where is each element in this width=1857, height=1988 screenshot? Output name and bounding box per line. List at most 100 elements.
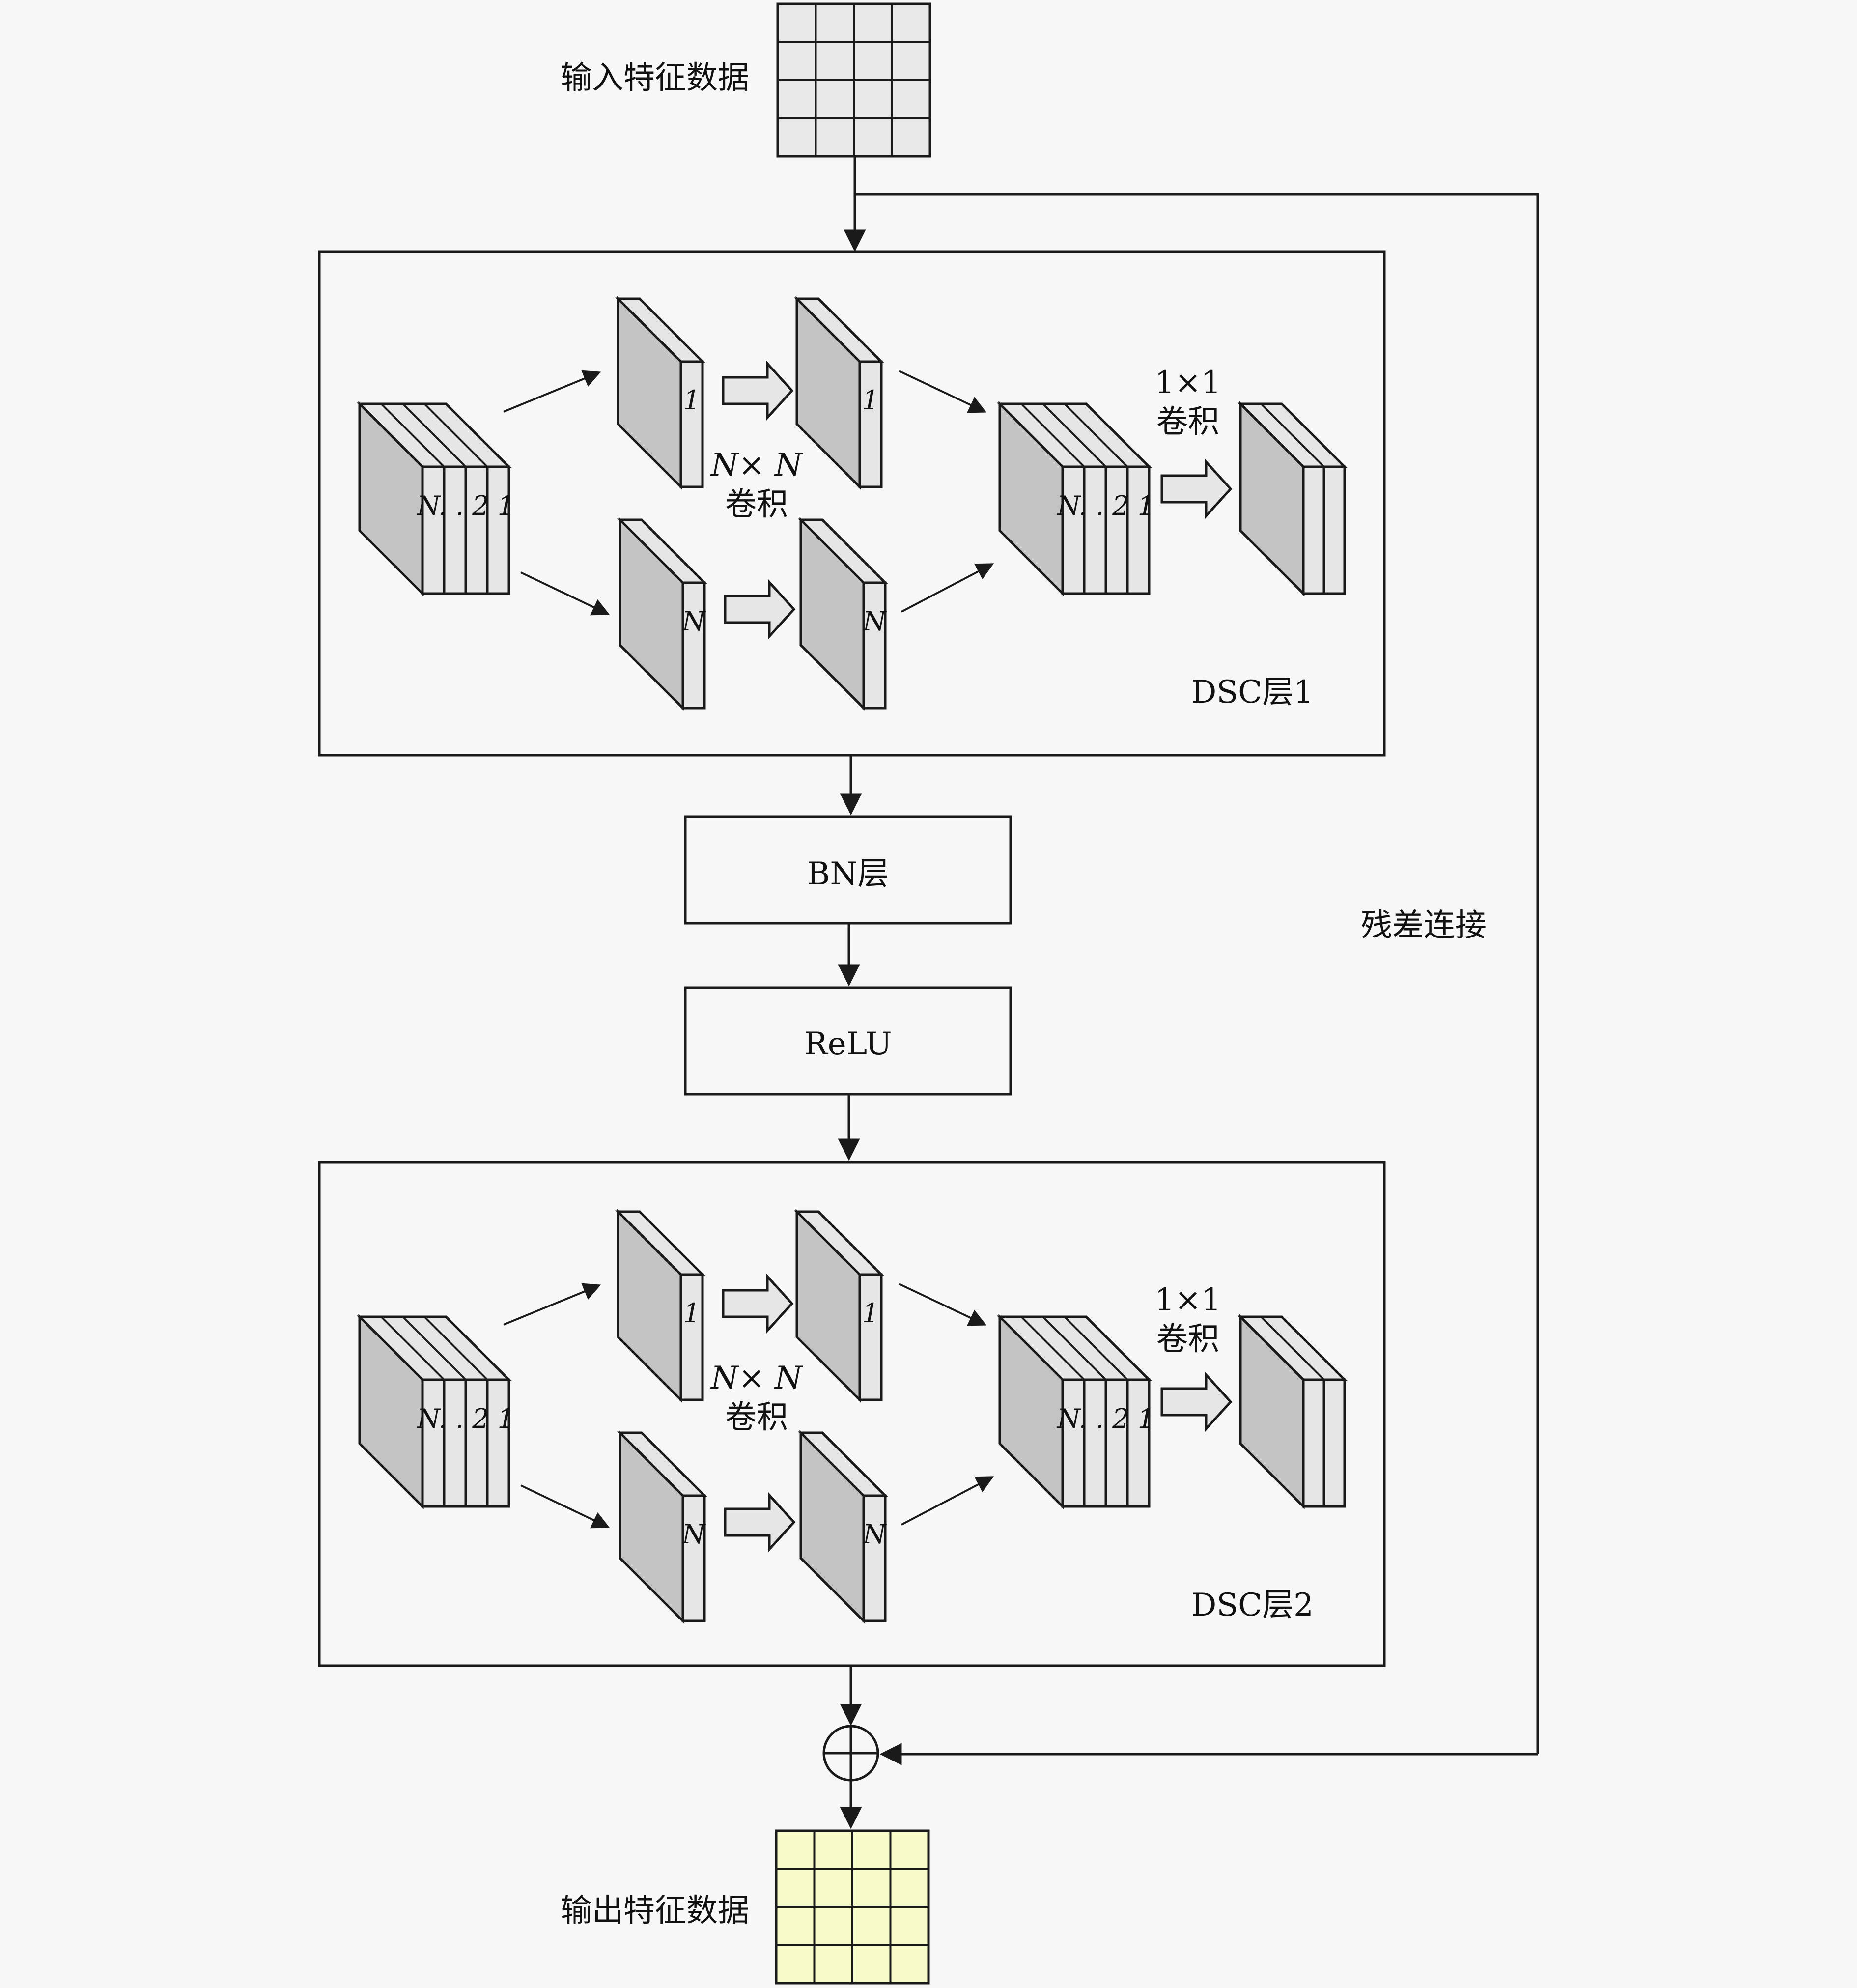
dsc2-top-slice-b-slice-edge [817,1211,882,1276]
output-label: 输出特征数据 [561,1893,749,1929]
dsc2-output-stack-slice [1302,1378,1325,1508]
dsc2-bottom-slice-b-label: N [862,1519,887,1550]
dsc2-input-stack: N. . 2 1 [356,1313,514,1510]
dsc1-hollow-arrow-bottom [724,579,796,640]
dsc1-input-stack-label: N. . 2 1 [416,490,514,521]
dsc1-concat-stack-slice-edge [1064,403,1128,468]
dsc2-concat-stack-slice-edge [1020,1316,1085,1381]
input-feature-grid [776,2,931,158]
dsc2-nxn-line2: 卷积 [725,1399,788,1436]
dsc-layer-2-title: DSC层2 [1191,1587,1314,1623]
dsc2-input-stack-slice-edge [380,1316,445,1381]
bn-layer-label: BN层 [807,856,889,892]
dsc2-input-stack-slice-edge [445,1316,510,1381]
dsc2-input-stack-slice [464,1378,489,1508]
dsc2-concat-stack-slice-edge [1085,1316,1150,1381]
dsc2-arrow-top-to-concat [899,1283,987,1326]
dsc1-input-stack-slice-edge [423,403,488,468]
dsc2-arrow-bottom-to-concat [901,1476,994,1526]
dsc2-top-slice-a: 1 [615,1208,706,1403]
output-grid-cells [775,1829,930,1985]
dsc1-concat-stack-slice [1061,465,1086,595]
dsc2-concat-stack-slice [1083,1378,1107,1508]
dsc1-input-stack-slice-edge [380,403,445,468]
dsc1-arrow-top-to-concat [899,370,987,413]
residual-line-top [855,193,1539,1754]
dsc1-output-stack-slice-edge [1281,403,1346,468]
dsc1-arrow-to-top [503,370,601,413]
dsc2-hollow-arrow-bottom [724,1492,796,1553]
dsc2-arrow-to-bottom [520,1484,610,1529]
dsc2-bottom-slice-a: N [617,1429,708,1624]
dsc1-top-slice-b-label: 1 [862,385,879,416]
dsc2-bottom-slice-a-slice-edge [641,1432,705,1497]
output-feature-grid [775,1829,930,1985]
dsc1-input-stack-slice [486,465,510,595]
input-label: 输入特征数据 [561,60,749,96]
dsc1-top-slice-a: 1 [615,295,706,490]
dsc1-1x1-line2: 卷积 [1156,404,1219,440]
dsc1-concat-stack-slice [1083,465,1107,595]
dsc1-input-stack: N. . 2 1 [356,400,514,597]
dsc1-input-stack-slice [421,465,446,595]
dsc1-nxn-line2: 卷积 [725,486,788,523]
dsc2-1x1-line1: 1×1 [1154,1282,1221,1318]
dsc2-concat-stack-slice [1104,1378,1129,1508]
dsc1-output-stack-slice-edge [1260,403,1325,468]
dsc2-hollow-arrow-top [722,1273,794,1334]
dsc2-hollow-arrow-1x1 [1160,1371,1233,1432]
dsc1-concat-stack-slice-edge [1020,403,1085,468]
dsc1-concat-stack-slice [1126,465,1151,595]
dsc1-bottom-slice-b: N [797,516,889,711]
dsc2-input-stack-slice-edge [402,1316,467,1381]
dsc2-concat-stack-label: N. . 2 1 [1056,1403,1154,1434]
dsc2-input-stack-slice-edge [423,1316,488,1381]
dsc1-top-slice-b: 1 [793,295,885,490]
dsc1-bottom-slice-b-slice-edge [821,519,886,584]
dsc-layer-1-title: DSC层1 [1191,674,1314,710]
dsc2-arrow-to-top [503,1283,601,1326]
dsc2-bottom-slice-a-label: N [681,1519,706,1550]
dsc2-nxn-line1: N× N [710,1360,803,1396]
dsc1-concat-stack-slice-edge [1085,403,1150,468]
dsc2-concat-stack-slice-edge [1064,1316,1128,1381]
dsc1-bottom-slice-b-label: N [862,606,887,637]
dsc1-concat-stack: N. . 2 1 [996,400,1154,597]
dsc1-arrow-to-bottom [520,571,610,616]
dsc2-top-slice-a-slice-edge [639,1211,703,1276]
dsc1-top-slice-b-slice [858,360,883,488]
dsc1-top-slice-b-slice-edge [817,298,882,363]
dsc2-1x1-line2: 卷积 [1156,1321,1219,1358]
dsc1-nxn-line1: N× N [710,447,803,483]
residual-label: 残差连接 [1361,908,1487,944]
dsc1-hollow-arrow-top [722,360,794,421]
relu-layer-label: ReLU [804,1026,892,1062]
sum-node-icon [822,1725,879,1782]
dsc1-input-stack-slice-edge [445,403,510,468]
dsc2-top-slice-a-slice [679,1273,704,1401]
dsc2-concat-stack-slice-edge [1042,1316,1107,1381]
dsc1-top-slice-a-slice [679,360,704,488]
dsc2-output-stack-slice-edge [1281,1316,1346,1381]
dsc2-concat-stack-slice [1126,1378,1151,1508]
dsc1-output-stack-slice [1302,465,1325,595]
dsc2-top-slice-b-slice [858,1273,883,1401]
dsc1-input-stack-slice [464,465,489,595]
dsc1-1x1-line1: 1×1 [1154,365,1221,401]
dsc2-bottom-slice-b-slice-edge [821,1432,886,1497]
dsc2-input-stack-label: N. . 2 1 [416,1403,514,1434]
input-grid-cells [776,2,931,158]
dsc1-concat-stack-label: N. . 2 1 [1056,490,1154,521]
dsc2-input-stack-slice [486,1378,510,1508]
dsc2-output-stack-slice-edge [1260,1316,1325,1381]
dsc1-concat-stack-slice [1104,465,1129,595]
dsc1-output-stack [1237,400,1348,597]
dsc1-bottom-slice-b-slice [862,581,887,710]
dsc1-top-slice-a-slice-edge [639,298,703,363]
dsc2-output-stack-slice [1322,1378,1346,1508]
dsc2-bottom-slice-b: N [797,1429,889,1624]
dsc1-top-slice-a-label: 1 [683,385,700,416]
